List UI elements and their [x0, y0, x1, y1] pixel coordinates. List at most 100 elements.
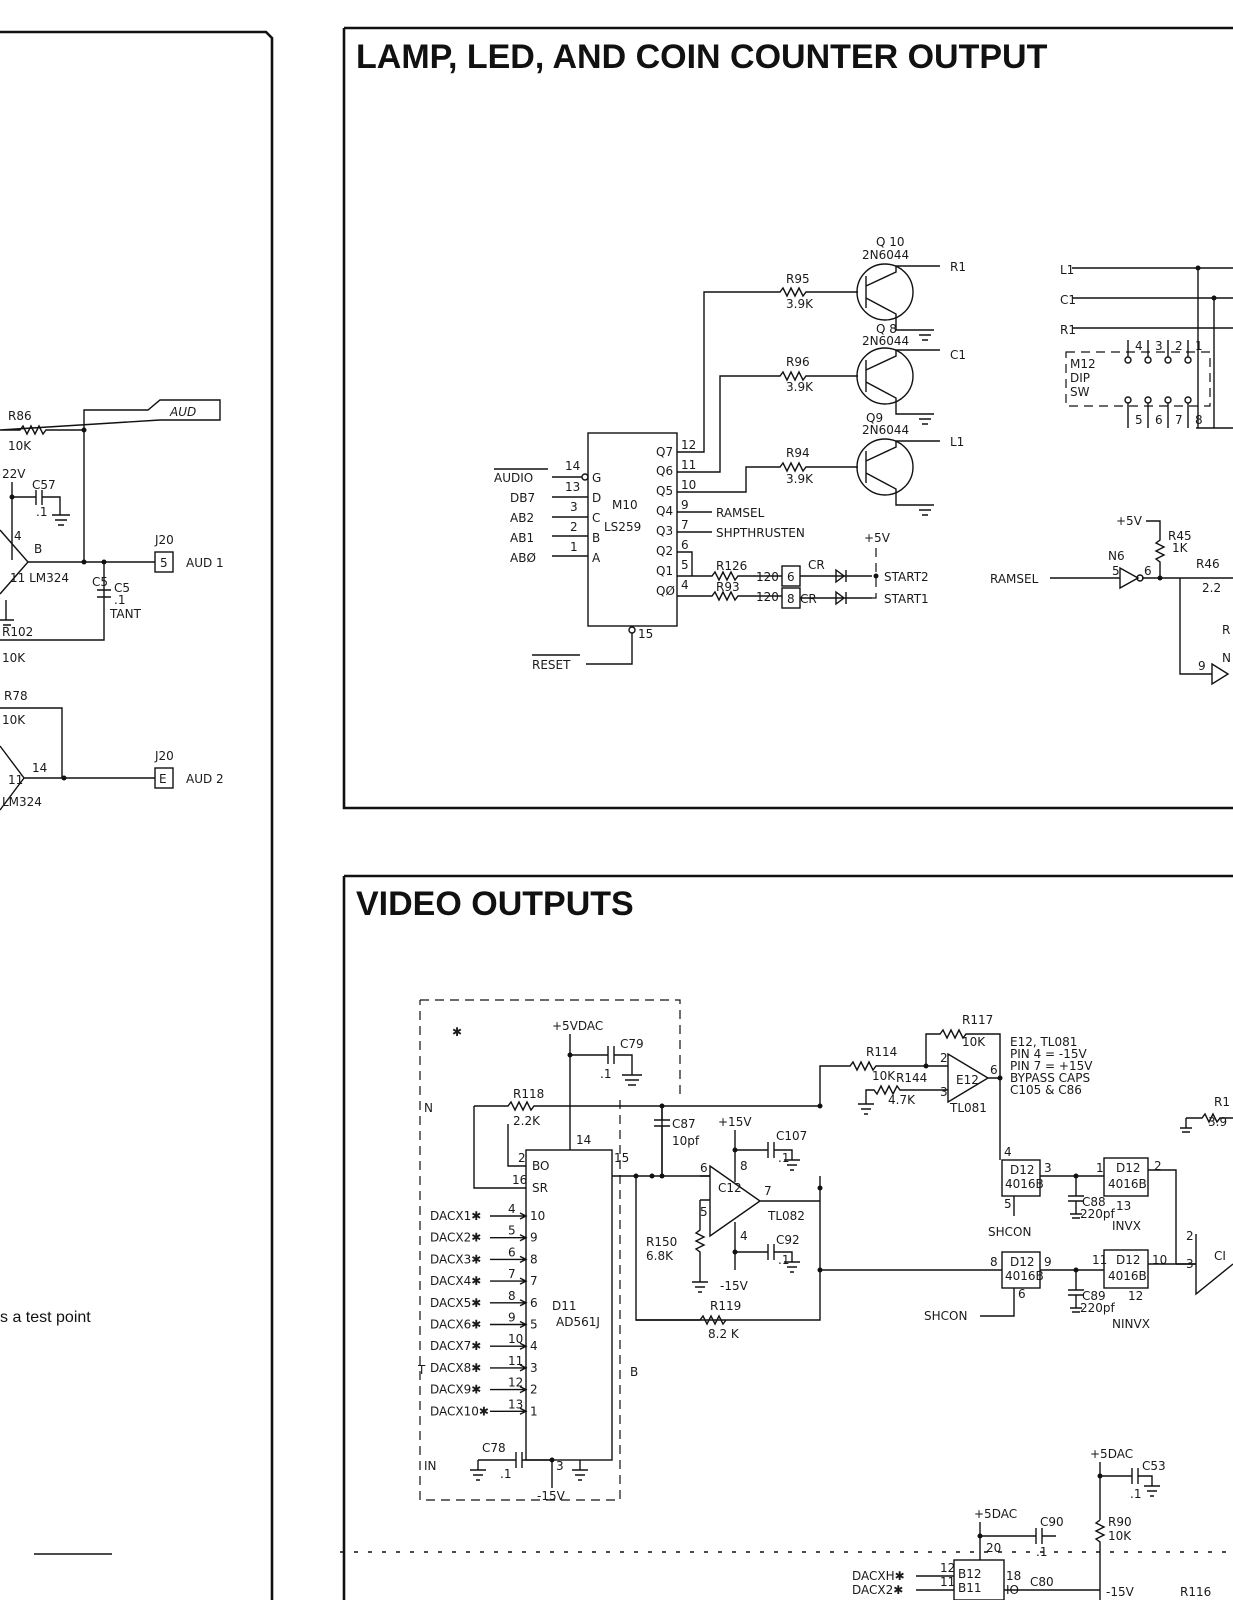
c89-value: 220pf — [1080, 1301, 1116, 1315]
r96-value: 3.9K — [786, 380, 814, 394]
chip2-b11: B11 — [958, 1581, 982, 1595]
c5-tant: TANT — [109, 607, 142, 621]
aud-tag-label: AUD — [169, 405, 196, 419]
dacx-pin-number: 6 — [508, 1245, 516, 1259]
m10-pin14: 14 — [565, 459, 580, 473]
d11-pin3: 3 — [556, 1459, 564, 1473]
r45-label: R45 — [1168, 529, 1192, 543]
lm324b-label: LM324 — [2, 795, 42, 809]
dacx-pin-number: 10 — [508, 1332, 523, 1346]
ls259-label: LS259 — [604, 520, 641, 534]
dip-4: 4 — [1135, 339, 1143, 353]
c12-pin8: 8 — [740, 1159, 748, 1173]
n6-pin6: 6 — [1144, 564, 1152, 578]
dacx-pin-number: 5 — [508, 1224, 516, 1238]
r1-partial-label: R1 — [1214, 1095, 1230, 1109]
pin4-label: 4 — [14, 529, 22, 543]
dacx-pin-number: 7 — [508, 1267, 516, 1281]
n6-label: N6 — [1108, 549, 1125, 563]
m12-label: M12 — [1070, 357, 1096, 371]
m10-pin1: 1 — [570, 540, 578, 554]
r102-label: R102 — [2, 625, 33, 639]
d11-input-pin: 8 — [530, 1252, 538, 1266]
plus5dac-2-label: +5DAC — [1090, 1447, 1133, 1461]
d12b-out — [1148, 1169, 1196, 1265]
r102-value: 10K — [2, 651, 26, 665]
d11-bo: BO — [532, 1159, 549, 1173]
module-in: IN — [424, 1459, 437, 1473]
m10-pin11: 11 — [681, 458, 696, 472]
d11-sr: SR — [532, 1181, 548, 1195]
d12b-label: D12 — [1116, 1161, 1141, 1175]
dacx-input-label: DACX3✱ — [430, 1252, 481, 1266]
lamp-led-panel: LAMP, LED, AND COIN COUNTER OUTPUT M10 L… — [342, 26, 1233, 810]
d12a-wires — [1013, 1175, 1104, 1219]
d12-switch-d — [1103, 1249, 1149, 1289]
m10-pin5: 5 — [681, 558, 689, 572]
d11-pin14: 14 — [576, 1133, 591, 1147]
cr-label-2: CR — [800, 592, 817, 606]
right-opamp-pin2: 2 — [1186, 1229, 1194, 1243]
q8-transistor: Q 8 2N6044 C1 — [856, 322, 966, 425]
b-node-label: B — [630, 1365, 638, 1379]
right-opamp-partial — [1148, 1234, 1233, 1296]
r117-value: 10K — [962, 1035, 986, 1049]
d11-input-pin: 7 — [530, 1274, 538, 1288]
r1-output-label: R1 — [950, 260, 966, 274]
d12a-pin4: 4 — [1004, 1145, 1012, 1159]
r90-label: R90 — [1108, 1515, 1132, 1529]
c57-cap — [11, 482, 70, 560]
c12-pin7: 7 — [764, 1184, 772, 1198]
c90-branch — [979, 1522, 1056, 1560]
r1-bus-label: R1 — [1060, 323, 1076, 337]
c78-label: C78 — [482, 1441, 506, 1455]
r95-label: R95 — [786, 272, 810, 286]
c79-label: C79 — [620, 1037, 644, 1051]
c80-label: C80 — [1030, 1575, 1054, 1589]
dip-switch-contacts — [1124, 340, 1192, 428]
m10-q1: Q1 — [656, 564, 673, 578]
r-partial-label: R — [1222, 623, 1230, 637]
r126-value: 120 — [756, 570, 779, 584]
dip-7: 7 — [1175, 413, 1183, 427]
m10-q0: QØ — [656, 584, 675, 598]
d12b-pin13: 13 — [1116, 1199, 1131, 1213]
c78-cap — [470, 1452, 588, 1488]
plus5dac-3-label: +5DAC — [974, 1507, 1017, 1521]
r86-value: 10K — [8, 439, 32, 453]
q9-label: Q9 — [866, 411, 883, 425]
dacx-input-wire — [490, 1234, 528, 1242]
dacx2b-label: DACX2✱ — [852, 1583, 903, 1597]
r1-partial-value: 3.9 — [1208, 1115, 1227, 1129]
c78-value: .1 — [500, 1467, 511, 1481]
left-audio-panel: R86 10K AUD 22V C57 .1 4 B 11 LM324 C5 C… — [0, 30, 274, 1600]
e12-pin2: 2 — [940, 1051, 948, 1065]
lower-chip-wires — [916, 1570, 1101, 1600]
d11-input-pin: 1 — [530, 1404, 538, 1418]
video-outputs-panel: VIDEO OUTPUTS ✱ N IN T D11 AD561J +5VDAC… — [340, 874, 1233, 1600]
test-point-note: s a test point — [0, 1309, 91, 1326]
dacx-input-wire — [490, 1299, 528, 1307]
minus15v-3-label: -15V — [1106, 1585, 1135, 1599]
pin11-label: 11 LM324 — [10, 571, 69, 585]
dip-5: 5 — [1135, 413, 1143, 427]
j20-aud1-pin — [154, 551, 174, 573]
chip2-pin20: 20 — [986, 1541, 1001, 1555]
start2-label: START2 — [884, 570, 929, 584]
c92-label: C92 — [776, 1233, 800, 1247]
d12-switch-b — [1103, 1157, 1149, 1197]
m10-c: C — [592, 511, 600, 525]
sw-label: SW — [1070, 385, 1090, 399]
dacx-input-label: DACX2✱ — [430, 1231, 481, 1245]
pin14-label: 14 — [32, 761, 47, 775]
d12a-part: 4016B — [1005, 1177, 1044, 1191]
c12-pin6: 6 — [700, 1161, 708, 1175]
c92-value: .1 — [778, 1253, 789, 1267]
r46-label: R46 — [1196, 557, 1220, 571]
r118-feedback-wire — [473, 1100, 820, 1189]
m10-pin10: 10 — [681, 478, 696, 492]
q10-label: Q 10 — [876, 235, 905, 249]
d12b-part: 4016B — [1108, 1177, 1147, 1191]
d12b-pin2: 2 — [1154, 1159, 1162, 1173]
ramsel-driver-label: RAMSEL — [990, 572, 1039, 586]
